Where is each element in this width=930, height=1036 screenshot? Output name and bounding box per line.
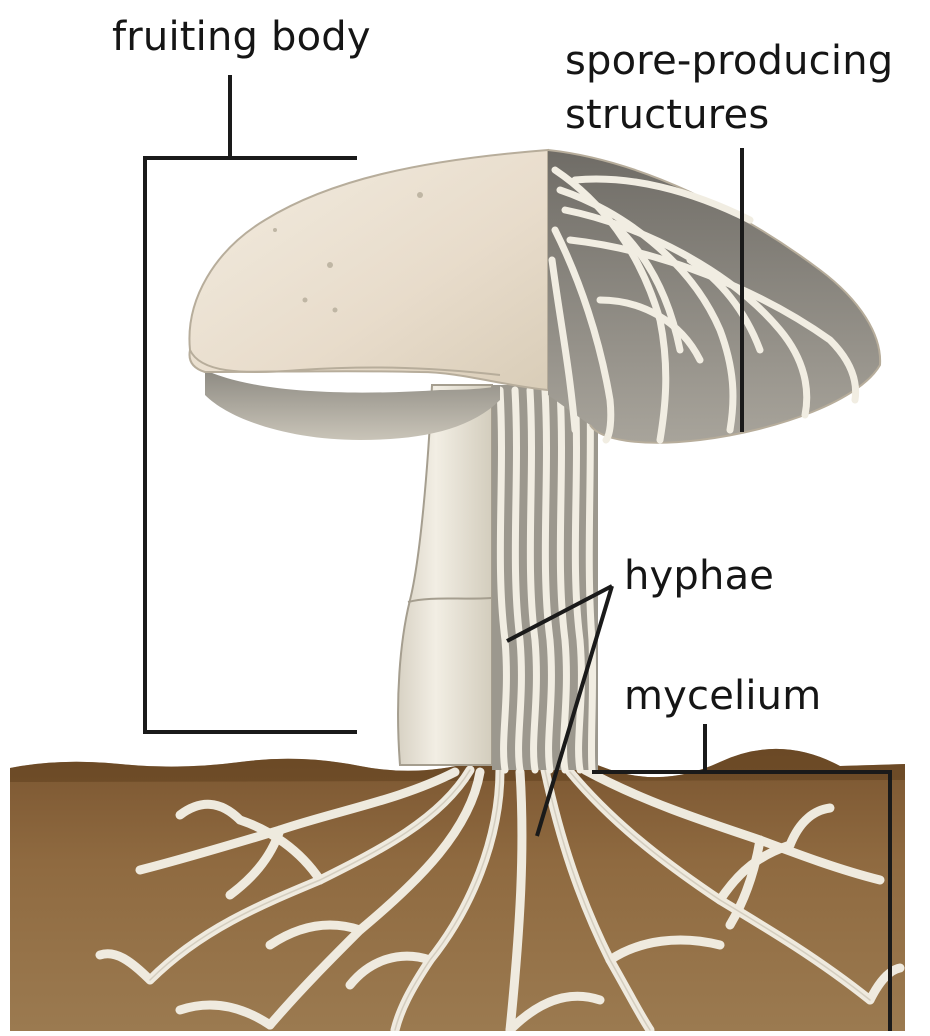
mycelium-label: mycelium <box>624 673 821 719</box>
mushroom-stem <box>398 385 492 765</box>
spore-structures-label-line2: structures <box>565 92 769 138</box>
fruiting-body-label: fruiting body <box>112 14 371 60</box>
hyphae-label: hyphae <box>624 553 774 599</box>
stem-cutaway <box>492 385 598 770</box>
spore-structures-label-line1: spore-producing <box>565 38 893 84</box>
